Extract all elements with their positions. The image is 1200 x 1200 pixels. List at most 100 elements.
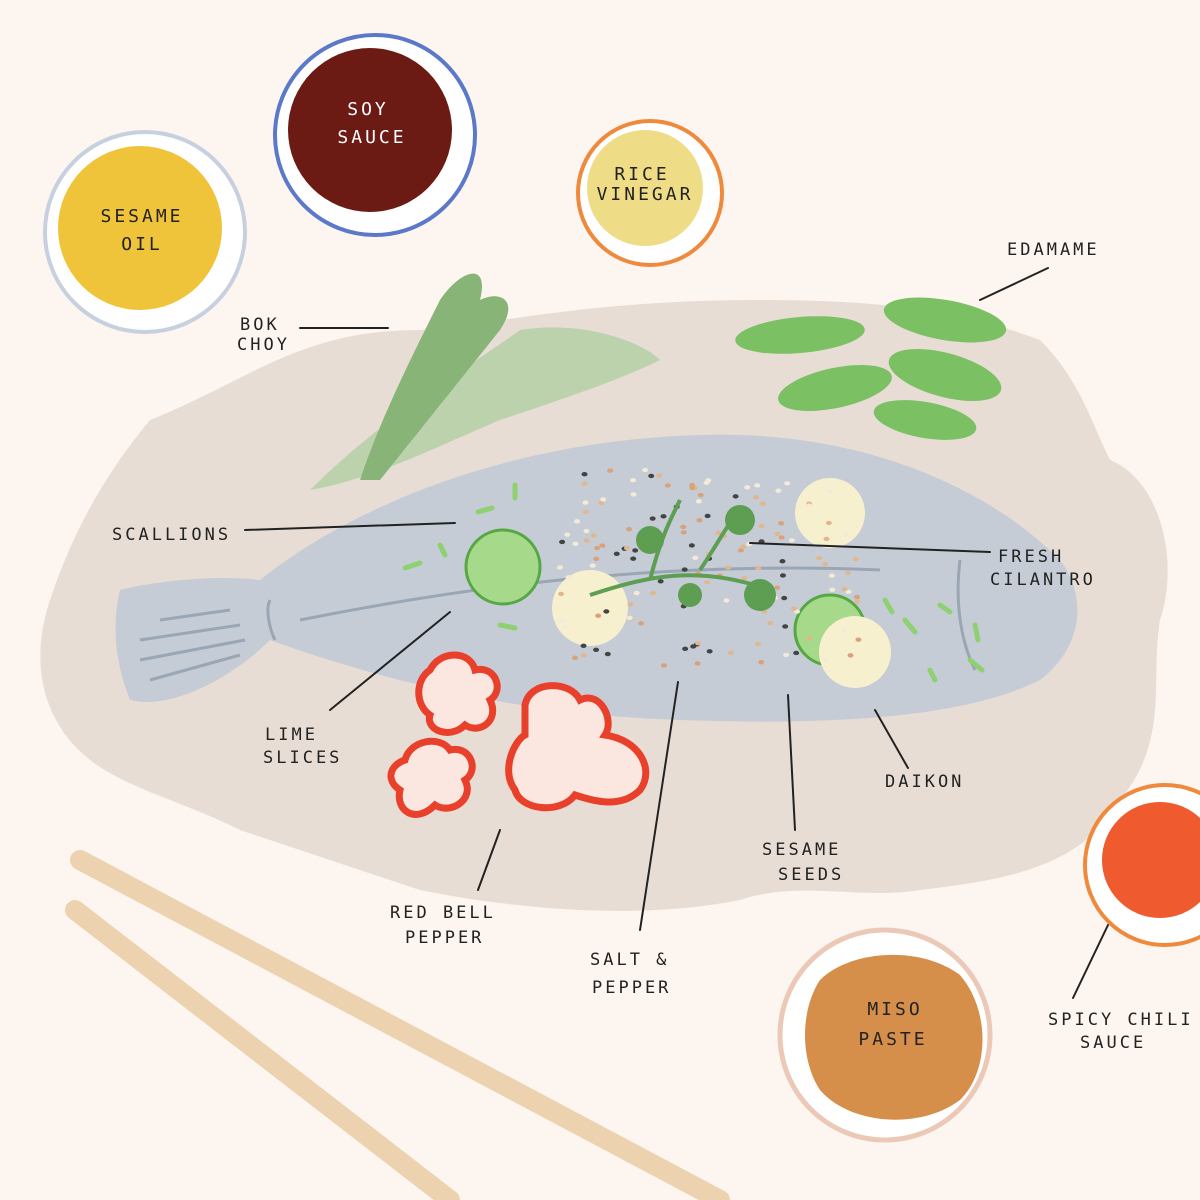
seed: [741, 575, 748, 581]
seed: [841, 586, 848, 592]
seed: [779, 559, 786, 564]
seed: [626, 615, 633, 621]
sesame-oil-dish: SESAME OIL: [43, 130, 247, 334]
seed: [755, 641, 762, 647]
scallions-label: SCALLIONS: [112, 525, 231, 545]
salt-pepper-label-1: SALT &: [590, 950, 669, 970]
seed: [564, 532, 571, 537]
seed: [613, 551, 620, 557]
seed: [760, 501, 767, 506]
seed: [696, 518, 703, 523]
seed: [725, 565, 732, 570]
seed: [844, 570, 851, 576]
seed: [825, 520, 832, 526]
daikon-label: DAIKON: [885, 772, 964, 792]
seed: [657, 579, 664, 584]
seed: [557, 565, 564, 570]
bok-choy-label-1: BOK: [240, 315, 280, 335]
seed: [723, 598, 730, 603]
seed: [589, 563, 596, 568]
seed: [660, 514, 667, 519]
sesame-oil-label-2: OIL: [121, 234, 163, 255]
sesame-seeds-label-1: SESAME: [762, 840, 841, 860]
seed: [715, 530, 722, 536]
seed: [626, 527, 633, 532]
seed: [793, 650, 800, 656]
seed: [706, 649, 713, 654]
seed: [597, 500, 604, 506]
seed: [680, 530, 687, 535]
seed: [603, 609, 610, 614]
seed: [593, 556, 600, 562]
seed: [775, 488, 782, 493]
chopsticks: [65, 850, 730, 1200]
seed: [680, 524, 687, 530]
lime-slices-label-2: SLICES: [263, 748, 342, 768]
seed: [855, 637, 862, 642]
sesame-seeds: [557, 467, 862, 668]
spicy-chili-sauce-label-2: SAUCE: [1080, 1033, 1146, 1053]
seed: [599, 543, 606, 548]
seed: [828, 573, 835, 578]
seed: [843, 532, 850, 538]
seed: [694, 661, 701, 666]
seed: [574, 519, 581, 524]
seed: [791, 606, 798, 611]
spicy-chili-sauce-dish: [1083, 783, 1200, 947]
sesame-oil-label-1: SESAME: [100, 206, 183, 227]
seed: [779, 573, 786, 578]
seed: [572, 541, 579, 547]
seed: [704, 513, 711, 519]
seed: [781, 595, 788, 601]
rice-vinegar-label-1: RICE: [614, 164, 669, 185]
seed: [562, 625, 569, 630]
seed: [630, 492, 637, 497]
seed: [593, 647, 600, 652]
seed: [580, 653, 587, 658]
seed: [740, 544, 747, 550]
seed: [806, 636, 813, 641]
seed: [853, 594, 860, 600]
miso-paste-label-2: PASTE: [858, 1029, 927, 1050]
soy-sauce-label-1: SOY: [347, 99, 389, 120]
seed: [572, 655, 579, 661]
seed: [632, 548, 639, 553]
rice-vinegar-label-2: VINEGAR: [597, 184, 694, 205]
scallions: [402, 482, 985, 683]
seed: [583, 528, 590, 534]
seed: [633, 590, 640, 596]
seed: [784, 481, 791, 486]
fresh-cilantro: [589, 499, 776, 611]
seed: [778, 521, 785, 526]
fresh-cilantro-label-2: CILANTRO: [990, 570, 1096, 590]
seed: [648, 473, 655, 479]
seed: [778, 535, 785, 540]
seed: [604, 651, 611, 657]
seed: [581, 472, 588, 477]
seed: [847, 653, 854, 658]
seed: [682, 646, 689, 652]
seed: [829, 587, 836, 593]
seed: [656, 473, 663, 478]
seed: [590, 533, 597, 538]
seed: [754, 483, 761, 488]
seed: [642, 467, 649, 473]
seed: [703, 480, 710, 486]
fresh-cilantro-label-1: FRESH: [998, 547, 1064, 567]
seed: [822, 561, 829, 567]
seed: [782, 624, 789, 629]
seed: [755, 566, 762, 571]
spicy-chili-sauce-label-1: SPICY CHILI: [1048, 1010, 1194, 1030]
seed: [752, 495, 759, 500]
seed: [854, 599, 861, 604]
miso-paste-dish: MISO PASTE: [777, 927, 993, 1143]
seed: [788, 538, 795, 543]
seed: [783, 652, 790, 658]
seed: [649, 590, 656, 596]
seed: [823, 657, 830, 662]
salt-pepper-label-2: PEPPER: [592, 978, 671, 998]
soy-sauce-dish: SOY SAUCE: [273, 33, 477, 237]
seed: [623, 545, 630, 551]
